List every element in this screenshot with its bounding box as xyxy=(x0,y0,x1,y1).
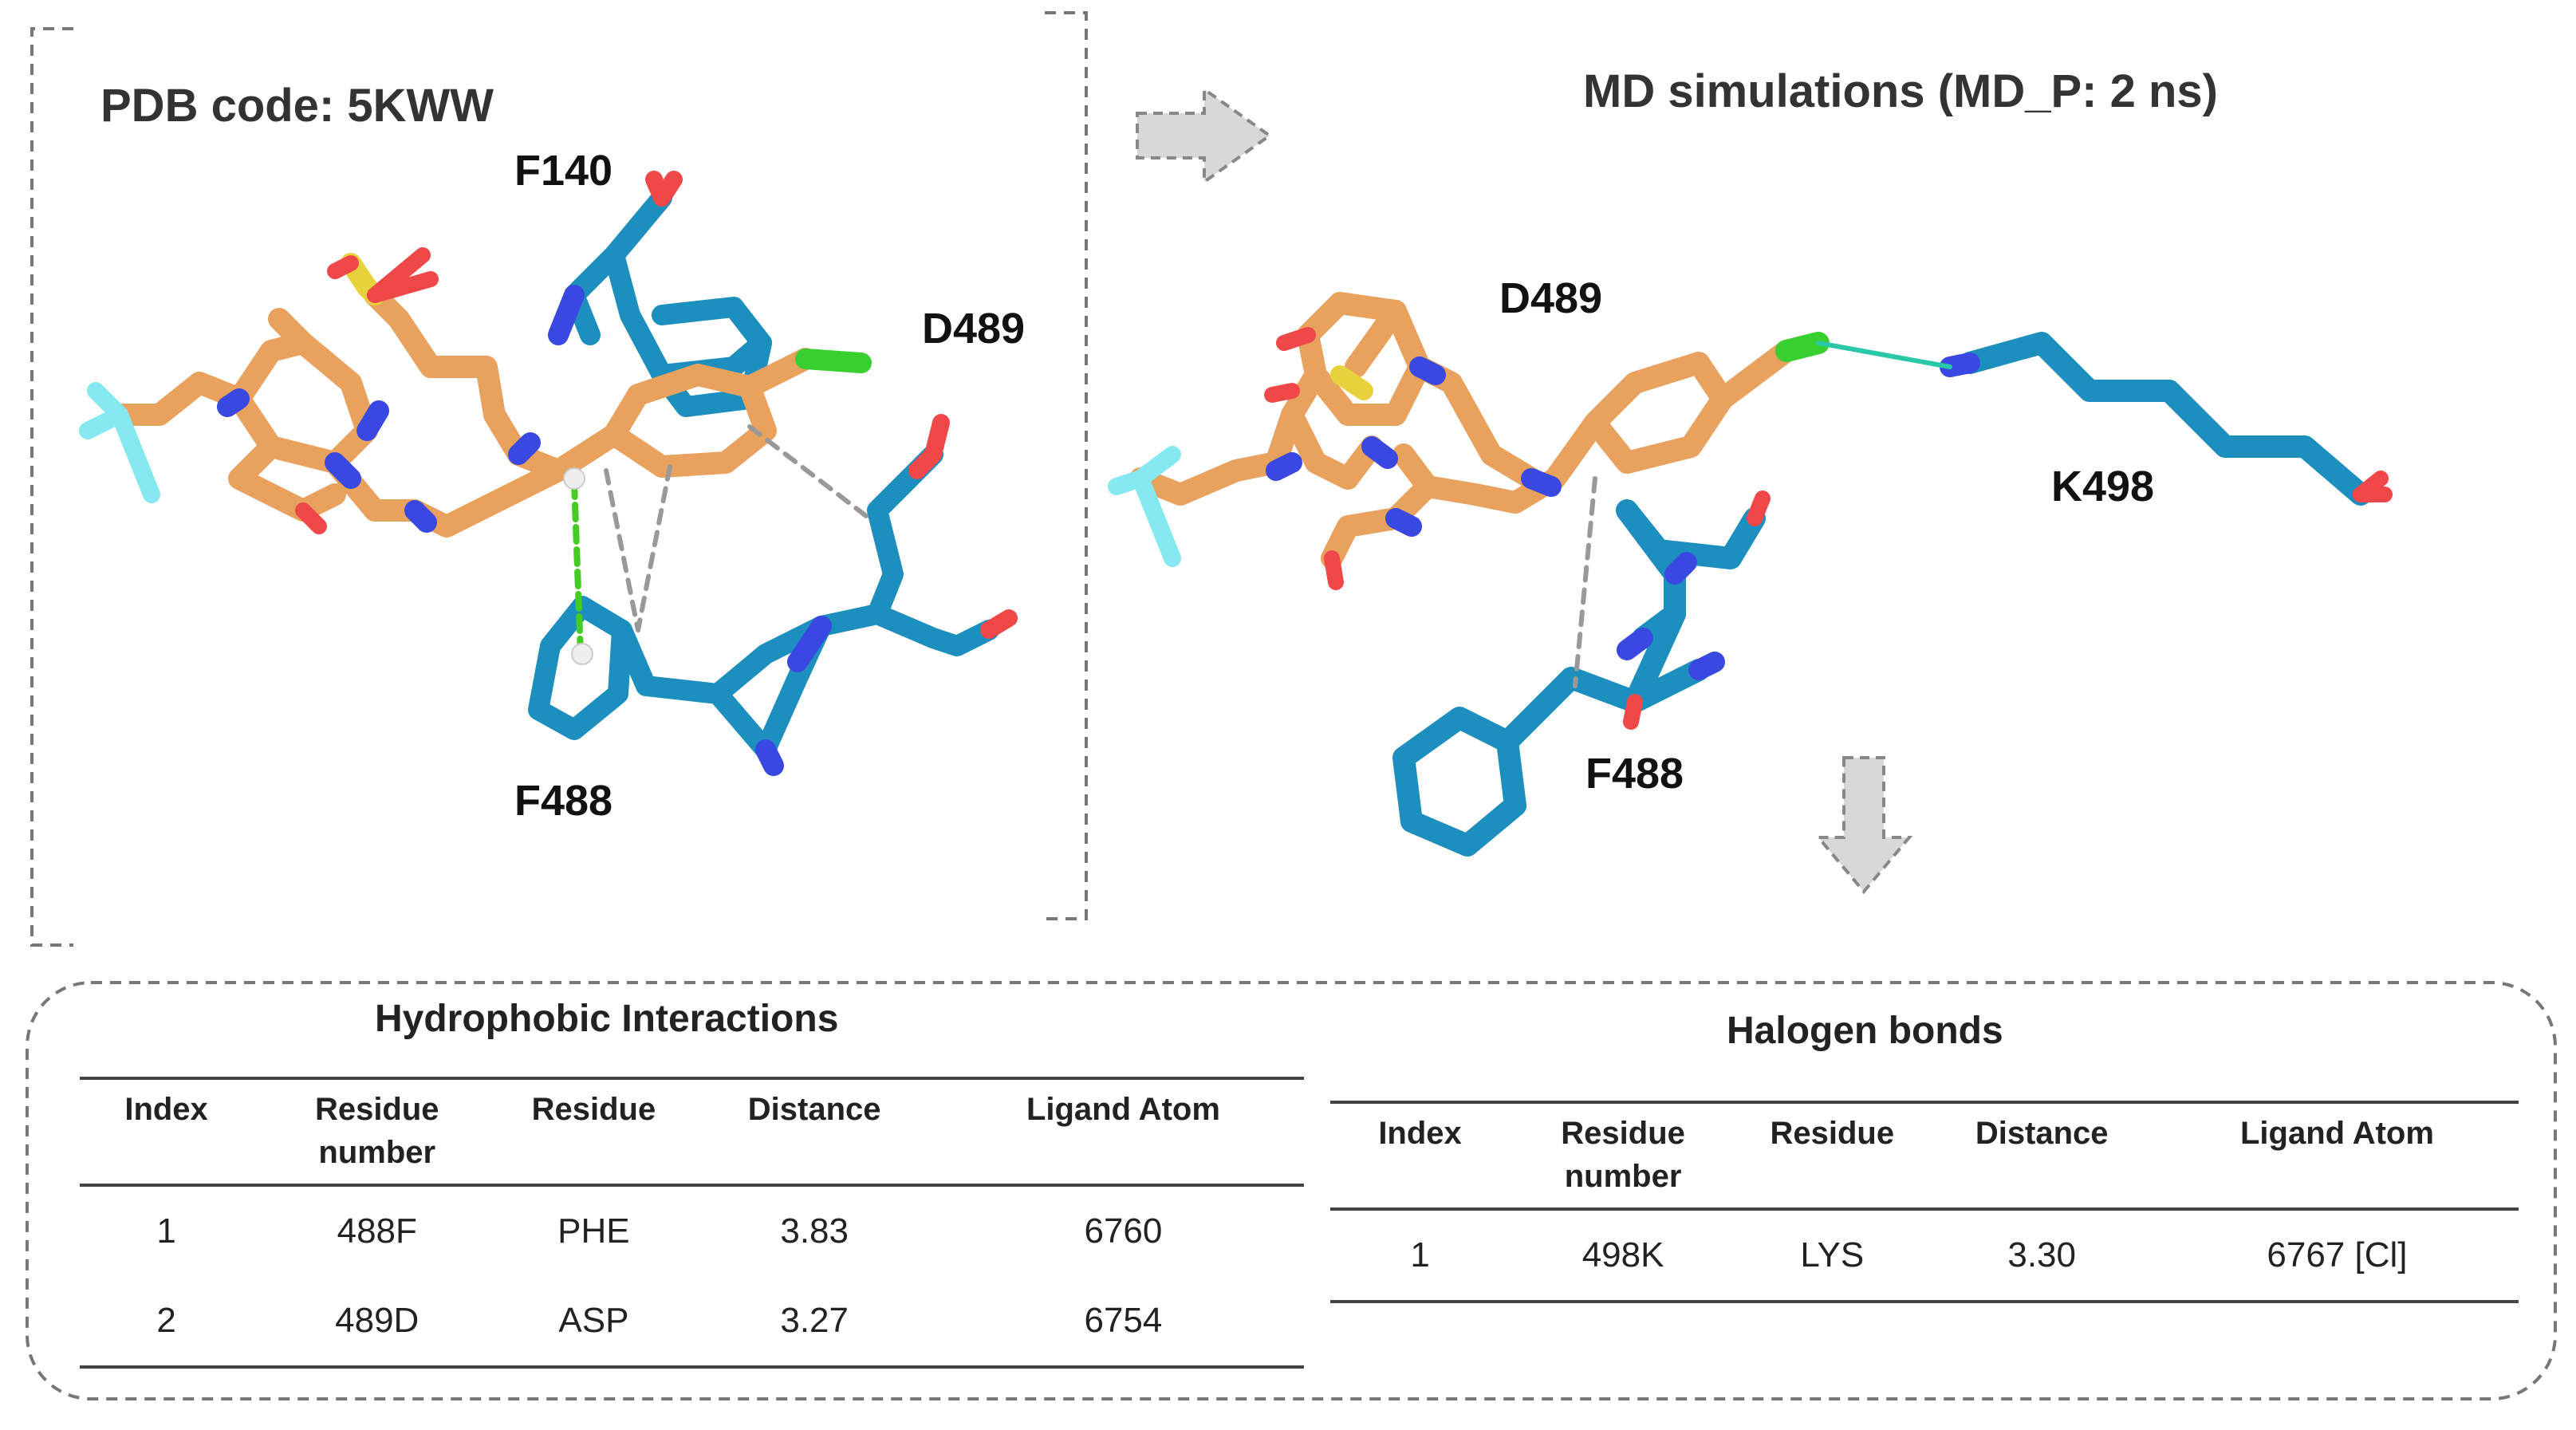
left-panel-bracket xyxy=(30,11,1088,947)
table-row: 2 489D ASP 3.27 6754 xyxy=(80,1276,1304,1367)
table-cell: 6767 [Cl] xyxy=(2267,1235,2408,1274)
table-cell: 498K xyxy=(1581,1235,1664,1274)
table-header-row: Index Residue number Residue Distance Li… xyxy=(1330,1102,2519,1209)
right-molecule xyxy=(1108,292,2393,857)
table-cell: 3.30 xyxy=(2007,1235,2076,1274)
hydrophobic-table-title: Hydrophobic Interactions xyxy=(375,998,839,1040)
column-header: Residue number xyxy=(1561,1116,1685,1194)
left-label-f488: F488 xyxy=(514,777,612,825)
halogen-table: Index Residue number Residue Distance Li… xyxy=(1330,1101,2519,1303)
column-header: Distance xyxy=(747,1092,881,1127)
right-panel-title: MD simulations (MD_P: 2 ns) xyxy=(1583,65,2218,117)
left-panel-title: PDB code: 5KWW xyxy=(100,80,494,132)
hydrophobic-table: Index Residue number Residue Distance Li… xyxy=(80,1077,1304,1369)
table-cell: 2 xyxy=(156,1301,176,1340)
column-header: Ligand Atom xyxy=(1026,1092,1220,1127)
table-row: 1 488F PHE 3.83 6760 xyxy=(80,1185,1304,1276)
table-cell: PHE xyxy=(557,1211,630,1251)
table-cell: 488F xyxy=(337,1211,417,1251)
left-label-f140: F140 xyxy=(514,147,612,195)
column-header: Distance xyxy=(1975,1116,2109,1151)
left-molecule xyxy=(79,171,1018,776)
right-label-k498: K498 xyxy=(2051,463,2154,510)
table-cell: 6754 xyxy=(1084,1301,1163,1340)
table-cell: 6760 xyxy=(1084,1211,1163,1251)
table-header-row: Index Residue number Residue Distance Li… xyxy=(80,1078,1304,1185)
table-cell: ASP xyxy=(558,1301,629,1340)
down-arrow-icon xyxy=(1814,756,1913,895)
table-cell: 1 xyxy=(156,1211,176,1251)
column-header: Index xyxy=(124,1092,208,1127)
column-header: Residue number xyxy=(314,1092,439,1170)
column-header: Residue xyxy=(1770,1116,1895,1151)
table-cell: 3.27 xyxy=(780,1301,849,1340)
table-cell: 1 xyxy=(1410,1235,1430,1274)
right-label-f488: F488 xyxy=(1585,750,1684,798)
table-cell: 3.83 xyxy=(780,1211,849,1251)
halogen-table-title: Halogen bonds xyxy=(1727,1010,2003,1052)
column-header: Ligand Atom xyxy=(2239,1116,2434,1151)
left-label-d489: D489 xyxy=(922,305,1025,353)
right-label-d489: D489 xyxy=(1499,274,1602,322)
column-header: Index xyxy=(1378,1116,1462,1151)
right-arrow-icon xyxy=(1136,86,1273,185)
column-header: Residue xyxy=(531,1092,656,1127)
table-cell: LYS xyxy=(1800,1235,1865,1274)
tables-container xyxy=(26,981,2557,1400)
table-cell: 489D xyxy=(335,1301,419,1340)
table-row: 1 498K LYS 3.30 6767 [Cl] xyxy=(1330,1209,2519,1302)
